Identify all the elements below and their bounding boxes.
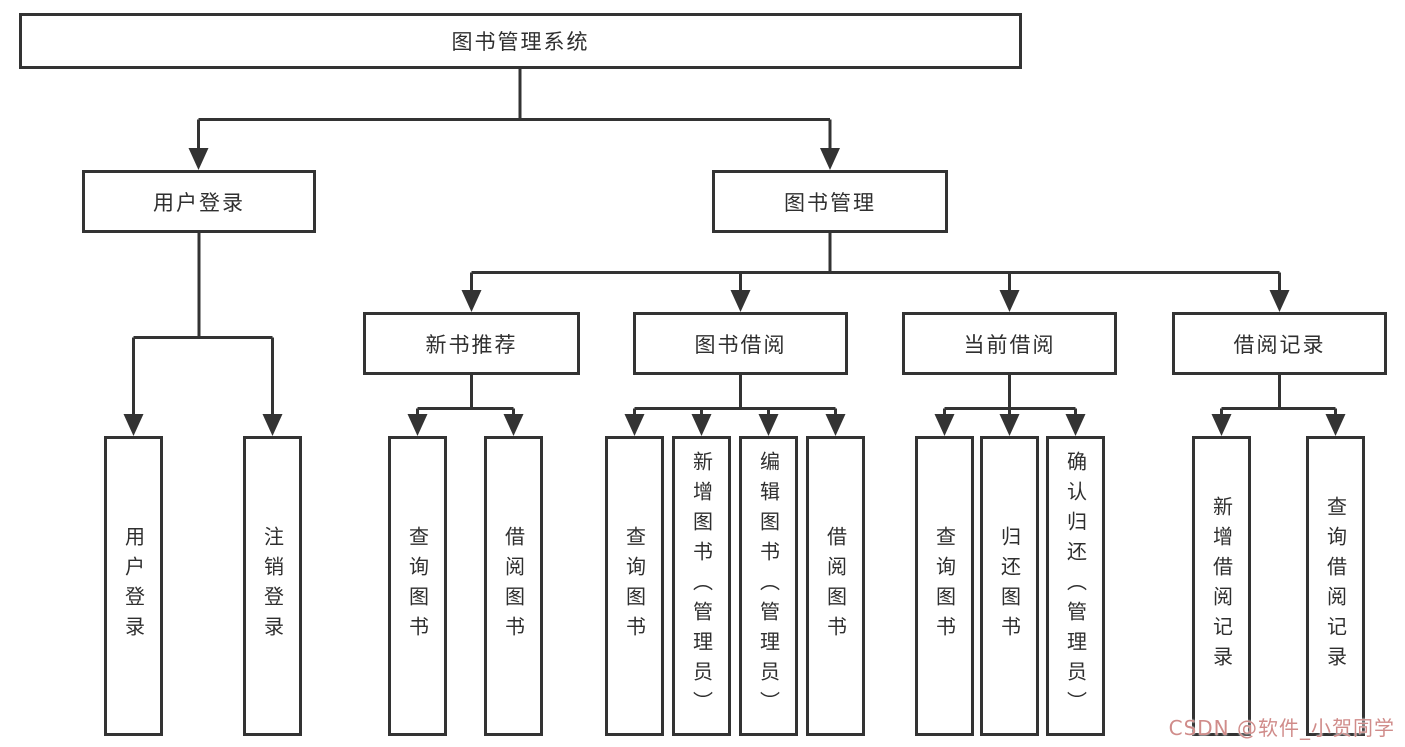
node-leaf-return-books: 归还图书: [980, 436, 1039, 736]
node-leaf-add-books-admin-label: 新增图书（管理员）: [689, 451, 714, 721]
node-leaf-query-books-1-label: 查询图书: [405, 526, 430, 646]
node-leaf-logout-label: 注销登录: [260, 526, 285, 646]
connector-group-new-book: [407, 375, 524, 436]
connector-group-current: [934, 375, 1086, 436]
node-group-borrow-label: 图书借阅: [694, 332, 787, 357]
node-group-current-label: 当前借阅: [963, 332, 1056, 357]
node-leaf-edit-books-admin-label: 编辑图书（管理员）: [756, 451, 781, 721]
node-leaf-borrow-books-1: 借阅图书: [484, 436, 543, 736]
connector-login-branch: [123, 233, 283, 436]
connector-group-borrow: [624, 375, 846, 436]
node-leaf-query-books-3-label: 查询图书: [932, 526, 957, 646]
node-leaf-add-borrow-record: 新增借阅记录: [1192, 436, 1251, 736]
node-leaf-confirm-return-admin: 确认归还（管理员）: [1046, 436, 1105, 736]
connector-manage-branch: [461, 233, 1290, 312]
csdn-watermark: CSDN @软件_小贺同学: [1168, 716, 1395, 740]
node-book-manage-label: 图书管理: [784, 190, 876, 215]
connector-group-records: [1211, 375, 1346, 436]
node-leaf-add-books-admin: 新增图书（管理员）: [672, 436, 731, 736]
node-leaf-return-books-label: 归还图书: [997, 526, 1022, 646]
node-leaf-borrow-books-2-label: 借阅图书: [823, 526, 848, 646]
node-leaf-add-borrow-record-label: 新增借阅记录: [1209, 496, 1234, 676]
node-root: 图书管理系统: [19, 13, 1022, 69]
node-user-login-label: 用户登录: [153, 190, 245, 215]
node-leaf-query-borrow-record-label: 查询借阅记录: [1323, 496, 1348, 676]
node-leaf-query-borrow-record: 查询借阅记录: [1306, 436, 1365, 736]
node-leaf-query-books-1: 查询图书: [388, 436, 447, 736]
node-user-login: 用户登录: [82, 170, 316, 233]
node-leaf-logout: 注销登录: [243, 436, 302, 736]
node-book-manage: 图书管理: [712, 170, 948, 233]
node-leaf-query-books-3: 查询图书: [915, 436, 974, 736]
node-leaf-query-books-2: 查询图书: [605, 436, 664, 736]
node-leaf-query-books-2-label: 查询图书: [622, 526, 647, 646]
node-root-label: 图书管理系统: [451, 30, 590, 54]
node-leaf-confirm-return-admin-label: 确认归还（管理员）: [1063, 451, 1088, 721]
node-leaf-user-login: 用户登录: [104, 436, 163, 736]
node-group-new-book: 新书推荐: [363, 312, 580, 375]
node-group-records-label: 借阅记录: [1233, 332, 1326, 357]
node-group-borrow: 图书借阅: [633, 312, 848, 375]
node-group-new-book-label: 新书推荐: [425, 332, 518, 357]
node-leaf-user-login-label: 用户登录: [121, 526, 146, 646]
node-leaf-edit-books-admin: 编辑图书（管理员）: [739, 436, 798, 736]
connector-root-to-level2: [188, 69, 840, 170]
node-group-records: 借阅记录: [1172, 312, 1387, 375]
node-leaf-borrow-books-1-label: 借阅图书: [501, 526, 526, 646]
node-leaf-borrow-books-2: 借阅图书: [806, 436, 865, 736]
node-group-current: 当前借阅: [902, 312, 1117, 375]
